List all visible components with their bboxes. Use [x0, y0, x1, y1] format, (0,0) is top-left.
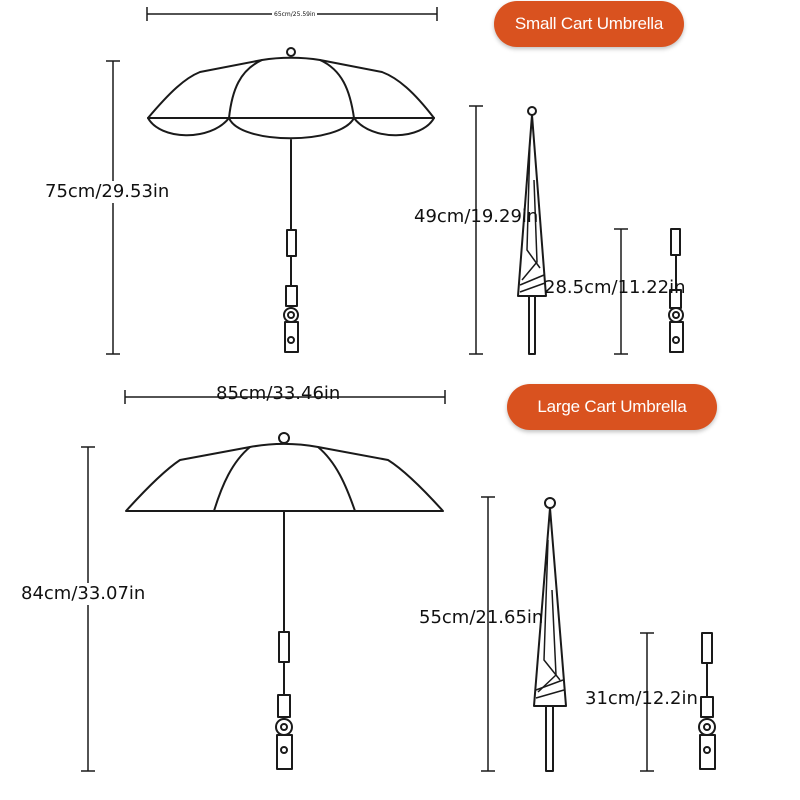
small-clip-height-line	[614, 228, 628, 355]
large-umbrella-title-badge: Large Cart Umbrella	[507, 384, 717, 430]
large-width-label: 85cm/33.46in	[216, 383, 341, 404]
small-umbrella-title-badge: Small Cart Umbrella	[494, 1, 684, 47]
small-width-label: 65cm/25.59in	[272, 11, 318, 18]
small-clip-length-label: 28.5cm/11.22in	[544, 277, 686, 298]
large-clip-height-line	[640, 632, 654, 772]
large-folded-umbrella	[533, 497, 567, 772]
large-width-dimension-line	[124, 390, 446, 404]
large-open-umbrella	[125, 432, 444, 770]
small-folded-height-line	[469, 105, 483, 355]
large-height-label: 84cm/33.07in	[21, 583, 146, 605]
large-folded-height-line	[481, 496, 495, 772]
large-folded-length-label: 55cm/21.65in	[419, 607, 544, 628]
small-height-label: 75cm/29.53in	[45, 181, 170, 203]
large-clip-length-label: 31cm/12.2in	[585, 688, 698, 709]
small-height-dimension-line	[106, 60, 120, 355]
small-folded-umbrella	[517, 106, 547, 355]
small-umbrella-title: Small Cart Umbrella	[514, 14, 664, 33]
large-clip-mount	[698, 632, 716, 770]
small-clip-mount	[668, 228, 684, 353]
small-folded-length-label: 49cm/19.29in	[414, 206, 539, 227]
large-umbrella-title: Large Cart Umbrella	[537, 397, 687, 416]
large-height-dimension-line	[81, 446, 95, 772]
small-open-umbrella	[147, 47, 435, 353]
